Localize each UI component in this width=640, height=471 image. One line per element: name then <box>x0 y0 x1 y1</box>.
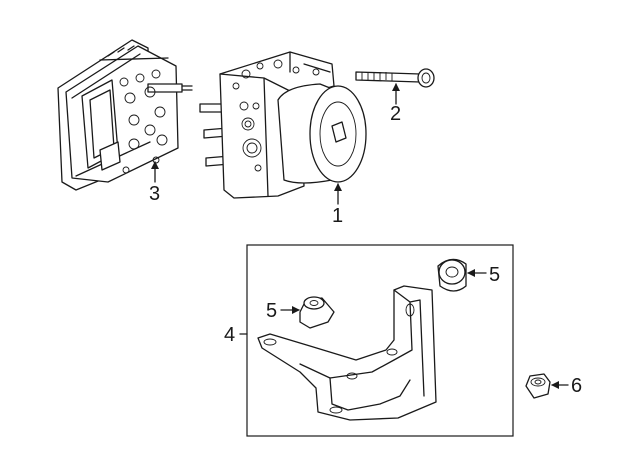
callout-5-lower: 5 <box>266 300 277 322</box>
control-module <box>57 39 193 191</box>
bolt <box>355 68 435 88</box>
mounting-bracket <box>257 285 437 421</box>
callout-5-upper: 5 <box>489 264 500 286</box>
callout-3: 3 <box>149 183 160 205</box>
bracket-assembly-box <box>246 244 514 437</box>
abs-modulator <box>199 51 367 199</box>
callout-2: 2 <box>390 103 401 125</box>
insulator-lower <box>299 296 335 329</box>
callout-6: 6 <box>571 375 582 397</box>
insulator-upper <box>437 258 467 292</box>
callout-4: 4 <box>224 324 235 346</box>
nut <box>525 373 551 399</box>
callout-1: 1 <box>332 205 343 227</box>
